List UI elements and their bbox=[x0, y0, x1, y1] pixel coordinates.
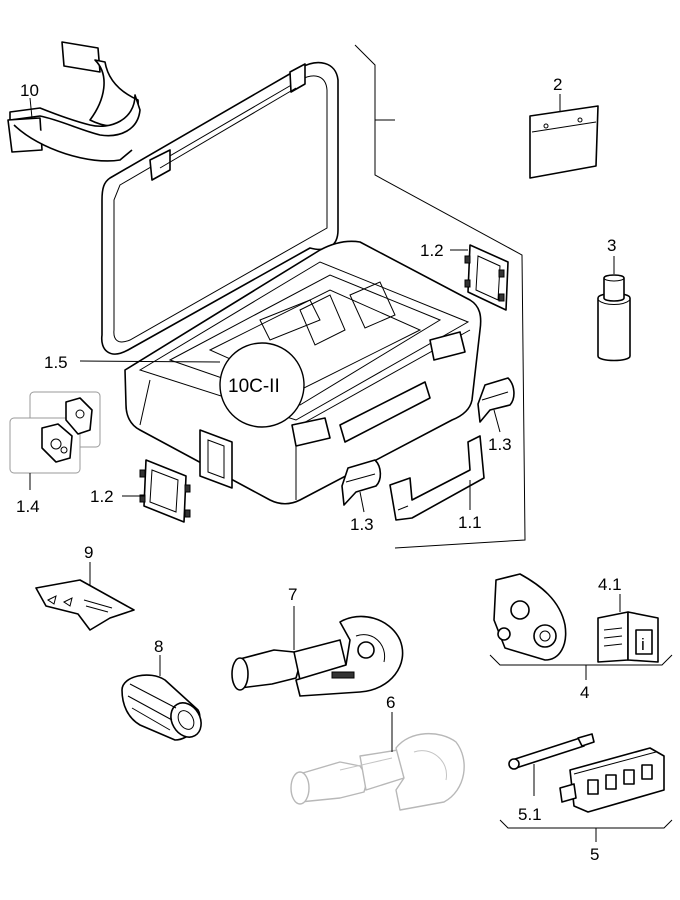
inserts-part bbox=[9, 391, 101, 474]
pipe-cutter-part bbox=[231, 615, 404, 697]
label-6: 6 bbox=[386, 693, 395, 712]
callout-10c-ii: 10C-II bbox=[219, 342, 305, 428]
manual-part: i bbox=[597, 611, 659, 663]
leader-1-3-upper bbox=[493, 409, 501, 433]
label-5-1: 5.1 bbox=[518, 805, 542, 824]
label-9: 9 bbox=[84, 543, 93, 562]
label-1-3-lower: 1.3 bbox=[350, 515, 374, 534]
callout-text: 10C-II bbox=[228, 376, 280, 397]
strap-part bbox=[7, 41, 141, 162]
label-1-2-upper: 1.2 bbox=[420, 241, 444, 260]
label-8: 8 bbox=[154, 637, 163, 656]
latch-upper bbox=[477, 377, 515, 423]
label-1-5: 1.5 bbox=[44, 353, 68, 372]
case-lid bbox=[101, 61, 339, 355]
deburrer-part bbox=[121, 674, 202, 741]
leader-10 bbox=[29, 97, 33, 119]
label-3: 3 bbox=[607, 236, 616, 255]
handle-part bbox=[389, 435, 485, 521]
jaw-set-bracket bbox=[489, 654, 673, 666]
latch-lower bbox=[341, 459, 382, 506]
label-10: 10 bbox=[20, 81, 39, 100]
label-card-part bbox=[529, 105, 599, 179]
socket-rail-part bbox=[559, 747, 665, 813]
pin-part bbox=[508, 733, 595, 770]
label-holder-upper bbox=[464, 244, 509, 311]
jaw-part bbox=[493, 573, 567, 661]
label-4-1: 4.1 bbox=[598, 575, 622, 594]
leader-1-3-lower bbox=[359, 491, 365, 513]
leader-1-5 bbox=[79, 360, 221, 363]
label-1-2-lower: 1.2 bbox=[90, 487, 114, 506]
label-4: 4 bbox=[580, 683, 589, 702]
bottle-part bbox=[597, 274, 631, 362]
label-1-1: 1.1 bbox=[458, 513, 482, 532]
label-holder-lower bbox=[139, 459, 191, 523]
case-base bbox=[124, 240, 482, 505]
label-7: 7 bbox=[288, 585, 297, 604]
label-5: 5 bbox=[590, 845, 599, 864]
label-1-4: 1.4 bbox=[16, 497, 40, 516]
leaflet-part bbox=[35, 579, 135, 631]
label-2: 2 bbox=[553, 75, 562, 94]
pin-group-bracket bbox=[499, 819, 673, 829]
case-group-bracket bbox=[354, 44, 526, 549]
pipe-cutter-grey-part bbox=[290, 732, 465, 811]
label-1-3-upper: 1.3 bbox=[488, 435, 512, 454]
manual-info-icon: i bbox=[641, 635, 645, 654]
